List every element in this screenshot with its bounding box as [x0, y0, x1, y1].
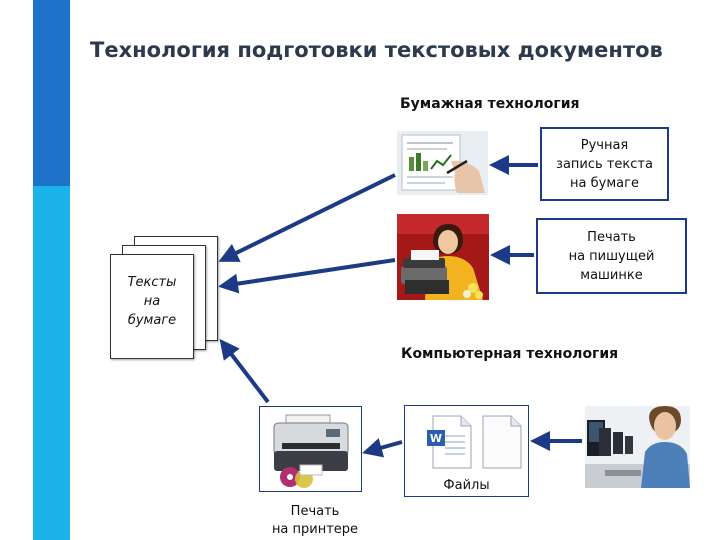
arrow-files-to-printer	[362, 438, 403, 458]
typewriter-image	[397, 214, 489, 300]
printer-icon	[273, 414, 349, 488]
printer-caption-line-1: Печать	[290, 504, 340, 519]
handwriting-box-line-1: Ручная	[580, 138, 629, 153]
computer-technology-heading: Компьютерная технология	[401, 346, 619, 362]
typewriter-box: Печать на пишущей машинке	[536, 218, 687, 294]
arrow-handwriting-to-paper	[218, 173, 396, 262]
sidebar-light-stripe	[33, 186, 70, 540]
handwriting-box: Ручная запись текста на бумаге	[540, 127, 669, 201]
typewriter-box-line-2: на пишущей	[568, 249, 655, 264]
svg-text:W: W	[430, 432, 442, 445]
files-label: Файлы	[443, 478, 490, 493]
arrow-printer-to-paper	[219, 338, 270, 404]
slide-title: Технология подготовки текстовых документ…	[90, 38, 663, 62]
typewriter-box-line-3: машинке	[580, 268, 643, 283]
texts-on-paper-line-1: Тексты	[127, 275, 177, 290]
word-document-icon: W	[427, 415, 472, 469]
printer-box	[259, 406, 362, 492]
printer-caption: Печать на принтере	[256, 503, 374, 539]
files-icons: W	[427, 415, 522, 469]
text-document-icon	[482, 415, 522, 469]
handwriting-box-line-3: на бумаге	[570, 176, 639, 191]
printer-caption-line-2: на принтере	[271, 522, 359, 537]
handwriting-image	[397, 131, 488, 195]
handwriting-box-line-2: запись текста	[556, 157, 653, 172]
computer-lab-image	[585, 406, 690, 488]
files-box: W Файлы	[404, 405, 529, 497]
paper-sheet-front: Тексты на бумаге	[110, 254, 194, 359]
sidebar-dark-stripe	[33, 0, 70, 186]
texts-on-paper-line-2: на	[143, 294, 161, 309]
typewriter-box-line-1: Печать	[587, 230, 636, 245]
paper-technology-heading: Бумажная технология	[400, 96, 580, 112]
texts-on-paper-line-3: бумаге	[127, 313, 177, 328]
arrow-typewriter-to-paper	[218, 258, 396, 294]
texts-on-paper-label: Тексты на бумаге	[111, 273, 193, 330]
